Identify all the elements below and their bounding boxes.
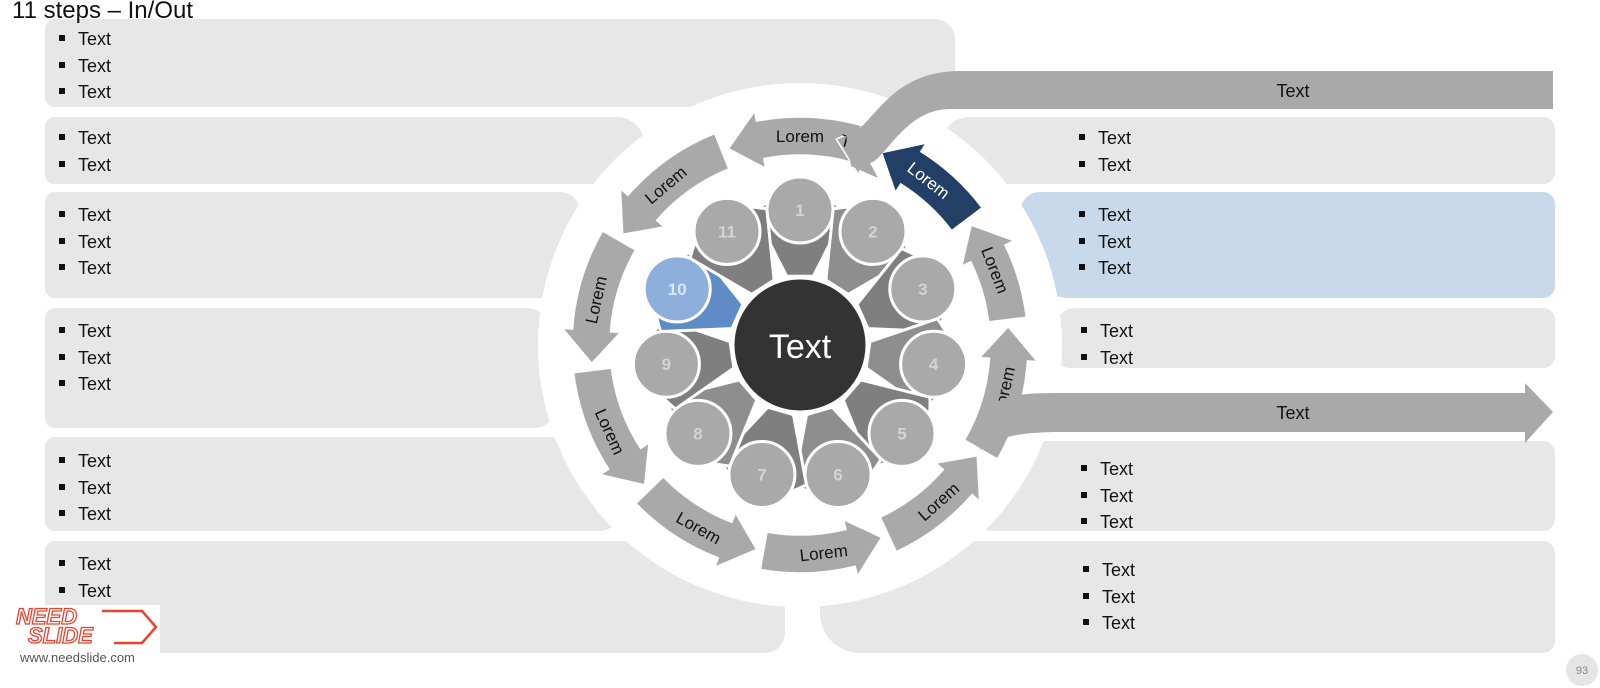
right-list-2: Text Text Text [1078, 202, 1131, 282]
in-flow-label: Text [1276, 81, 1309, 101]
ring-arrow: Lorem [560, 229, 637, 365]
left-panel-3 [45, 192, 580, 298]
left-list-4: Text Text Text [58, 318, 111, 398]
bullet-item: Text [58, 551, 111, 578]
right-panel-2-highlight [1020, 192, 1555, 298]
step-11: 11 [688, 196, 776, 296]
step-number: 4 [929, 355, 939, 374]
step-number: 8 [693, 424, 702, 443]
bullet-item: Text [58, 371, 111, 398]
step-number: 7 [757, 466, 766, 485]
step-number-circle [867, 398, 937, 468]
left-panel-4 [45, 308, 555, 428]
bullet-item: Text [1080, 509, 1133, 536]
left-panel-2 [45, 117, 645, 184]
left-list-5: Text Text Text [58, 448, 111, 528]
ring-arrow: Lorem [759, 518, 883, 578]
bullet-item: Text [1078, 229, 1131, 256]
step-number-circle [663, 398, 733, 468]
step-number-circle [838, 196, 908, 266]
step-number: 3 [918, 280, 927, 299]
brand-logo[interactable]: NEED SLIDE www.needslide.com [10, 603, 160, 665]
ring-arrow: Lorem [727, 109, 879, 170]
bullet-item: Text [58, 53, 111, 80]
bullet-item: Text [1078, 125, 1131, 152]
slide-title: 11 steps – In/Out [12, 0, 193, 24]
left-panel-5 [45, 437, 620, 531]
in-flow-arrow [844, 71, 1553, 178]
ring-label: Lorem [776, 127, 824, 146]
right-list-5: Text Text Text [1082, 557, 1135, 637]
step-number: 11 [718, 222, 736, 241]
left-list-2: Text Text [58, 125, 111, 178]
bullet-item: Text [58, 501, 111, 528]
page-number-badge: 93 [1566, 654, 1598, 686]
step-number: 1 [795, 201, 804, 220]
center-hub [731, 276, 869, 414]
bullet-item: Text [58, 345, 111, 372]
step-number-circle [642, 254, 712, 324]
bullet-item: Text [58, 475, 111, 502]
step-number-circle [727, 440, 797, 510]
bullet-item: Text [58, 578, 111, 605]
svg-text:NEED: NEED [16, 605, 77, 629]
bullet-item: Text [1082, 557, 1135, 584]
left-list-6: Text Text [58, 551, 111, 604]
step-number-circle [692, 196, 762, 266]
logo-url[interactable]: www.needslide.com [20, 650, 135, 665]
step-number: 5 [897, 424, 906, 443]
bullet-item: Text [1080, 345, 1133, 372]
bullet-item: Text [1078, 202, 1131, 229]
right-list-4: Text Text Text [1080, 456, 1133, 536]
right-panel-4 [978, 441, 1555, 531]
bullet-item: Text [1082, 610, 1135, 637]
bullet-item: Text [58, 79, 111, 106]
step-number: 6 [833, 466, 842, 485]
bullet-item: Text [58, 448, 111, 475]
logo-mark: NEED SLIDE [15, 603, 158, 649]
right-panel-3 [1055, 308, 1555, 368]
bullet-item: Text [58, 255, 111, 282]
ring-arrow: Lorem [572, 367, 650, 486]
bullet-item: Text [1080, 483, 1133, 510]
out-flow-label: Text [1276, 403, 1309, 423]
right-list-1: Text Text [1078, 125, 1131, 178]
step-3: 3 [855, 247, 958, 333]
out-flow-arrow [980, 383, 1553, 450]
right-panel-1 [940, 117, 1555, 184]
step-8: 8 [663, 378, 759, 468]
step-number-circle [888, 254, 958, 324]
bullet-item: Text [58, 125, 111, 152]
step-number: 10 [668, 280, 687, 299]
step-number-circle [899, 329, 969, 399]
bullet-item: Text [1078, 152, 1131, 179]
ring-arrow: Lorem [960, 224, 1028, 323]
left-list-3: Text Text Text [58, 202, 111, 282]
step-10: 10 [642, 247, 745, 333]
step-number: 9 [662, 355, 671, 374]
bullet-item: Text [58, 202, 111, 229]
step-number: 2 [868, 222, 877, 241]
left-list-1: Text Text Text [58, 26, 111, 106]
step-petals: 1 2 3 4 5 6 7 8 9 10 11 [631, 175, 969, 510]
bullet-item: Text [1078, 255, 1131, 282]
bullet-item: Text [1080, 456, 1133, 483]
bullet-item: Text [1082, 584, 1135, 611]
bullet-item: Text [1080, 318, 1133, 345]
center-label: Text [769, 328, 832, 366]
bullet-item: Text [58, 26, 111, 53]
bullet-item: Text [58, 229, 111, 256]
right-list-3: Text Text [1080, 318, 1133, 371]
bullet-item: Text [58, 318, 111, 345]
svg-text:SLIDE: SLIDE [28, 623, 94, 648]
bullet-item: Text [58, 152, 111, 179]
